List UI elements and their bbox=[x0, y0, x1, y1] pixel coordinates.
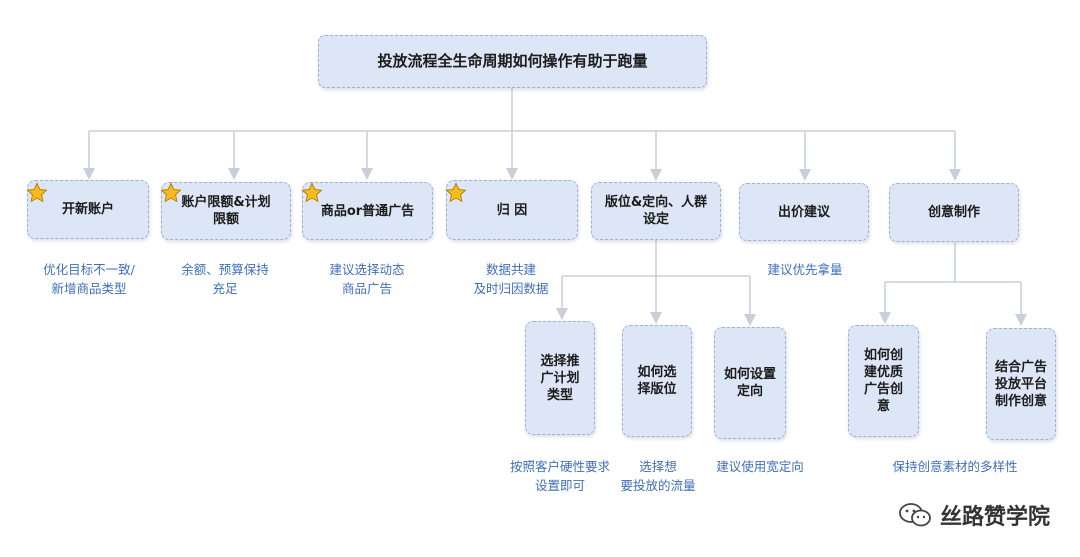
child-label: 如何设置 定向 bbox=[723, 367, 776, 399]
step-note: 余额、预算保持 充足 bbox=[181, 262, 269, 296]
placement-child-targeting: 如何设置 定向 bbox=[714, 327, 786, 439]
step-note: 优化目标不一致/ 新增商品类型 bbox=[43, 262, 135, 296]
child-note: 选择想 要投放的流量 bbox=[620, 459, 696, 493]
step-account-limit: 账户限额&计划 限额 bbox=[161, 182, 291, 240]
placement-child-plan-type: 选择推 广计划 类型 bbox=[525, 321, 595, 435]
creative-note: 保持创意素材的多样性 bbox=[892, 459, 1018, 474]
placement-child-placement: 如何选 择版位 bbox=[622, 325, 692, 437]
child-label: 如何选 择版位 bbox=[637, 365, 677, 397]
step-ad-type: 商品or普通广告 bbox=[302, 182, 433, 240]
wechat-icon bbox=[899, 503, 931, 527]
child-note: 按照客户硬性要求 设置即可 bbox=[509, 459, 610, 493]
root-label: 投放流程全生命周期如何操作有助于跑量 bbox=[377, 52, 648, 70]
child-note: 建议使用宽定向 bbox=[716, 459, 804, 474]
child-label: 选择推 广计划 类型 bbox=[540, 353, 580, 403]
star-icon bbox=[301, 182, 323, 203]
step-placement-targeting: 版位&定向、人群 设定 bbox=[591, 182, 721, 240]
creative-child-quality: 如何创 建优质 广告创 意 bbox=[848, 325, 919, 437]
step-open-account: 开新账户 bbox=[27, 180, 149, 239]
step-label: 开新账户 bbox=[61, 202, 114, 217]
step-label: 归 因 bbox=[496, 202, 528, 218]
child-label: 结合广告 投放平台 制作创意 bbox=[994, 359, 1047, 409]
watermark: 丝路赞学院 bbox=[898, 499, 1050, 531]
watermark-text: 丝路赞学院 bbox=[939, 505, 1050, 530]
step-bid: 出价建议 bbox=[739, 183, 869, 241]
step-label: 账户限额&计划 限额 bbox=[181, 195, 271, 227]
child-label: 如何创 建优质 广告创 意 bbox=[863, 348, 903, 414]
step-note: 建议选择动态 商品广告 bbox=[329, 262, 405, 296]
star-icon bbox=[160, 182, 182, 203]
step-label: 创意制作 bbox=[927, 205, 980, 220]
step-note: 数据共建 及时归因数据 bbox=[473, 262, 549, 296]
step-creative: 创意制作 bbox=[889, 183, 1019, 242]
creative-child-platform: 结合广告 投放平台 制作创意 bbox=[986, 328, 1056, 440]
star-icon bbox=[445, 182, 467, 203]
step-label: 版位&定向、人群 设定 bbox=[604, 195, 708, 227]
step-attribution: 归 因 bbox=[446, 180, 578, 240]
step-label: 出价建议 bbox=[777, 204, 830, 220]
step-note: 建议优先拿量 bbox=[767, 262, 843, 277]
root-node: 投放流程全生命周期如何操作有助于跑量 bbox=[318, 35, 707, 88]
star-icon bbox=[26, 182, 48, 203]
step-label: 商品or普通广告 bbox=[320, 203, 415, 219]
